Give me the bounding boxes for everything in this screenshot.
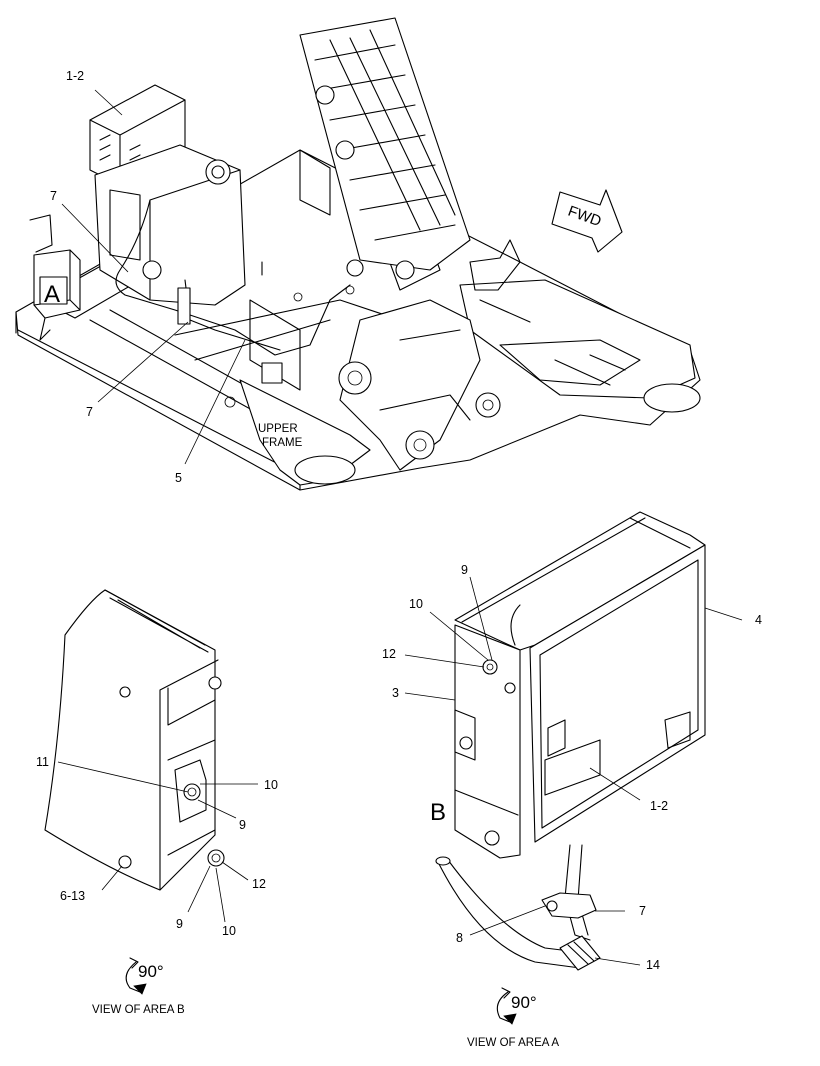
callout-1-2: 1-2 [66,69,84,83]
view-area-a-leaders [405,577,742,965]
callout-8: 8 [456,931,463,945]
callout-7: 7 [50,189,57,203]
callout-3: 3 [392,686,399,700]
callout-1-2: 1-2 [650,799,668,813]
callout-7: 7 [86,405,93,419]
rotation-arrow-icon [126,958,146,994]
view-caption: VIEW OF AREA B [92,1004,185,1016]
view-area-a [436,512,705,970]
callout-4: 4 [755,613,762,627]
callout-5: 5 [175,471,182,485]
callout-7: 7 [639,904,646,918]
callout-14: 14 [646,958,660,972]
rotation-label: 90° [511,993,537,1012]
rotation-arrow-icon [497,988,516,1024]
callout-9: 9 [239,818,246,832]
view-area-b-leaders [58,762,258,922]
callout-9: 9 [461,563,468,577]
callout-10: 10 [264,778,278,792]
callout-9: 9 [176,917,183,931]
fwd-arrow-icon: FWD [552,190,622,252]
area-b-tag: B [430,799,446,826]
rotation-label: 90° [138,962,164,981]
callout-11: 11 [36,755,49,769]
area-a-tag: A [44,281,60,308]
callout-10: 10 [222,924,236,938]
upper-frame-label-2: FRAME [262,437,303,449]
upper-frame-label: UPPER [258,423,298,435]
callout-12: 12 [252,877,266,891]
callout-6-13: 6-13 [60,889,85,903]
callout-12: 12 [382,647,396,661]
view-area-b [45,590,224,890]
callout-10: 10 [409,597,423,611]
upper-frame-assembly: A [16,18,700,490]
view-caption: VIEW OF AREA A [467,1037,559,1049]
main-view-leaders [62,90,245,464]
